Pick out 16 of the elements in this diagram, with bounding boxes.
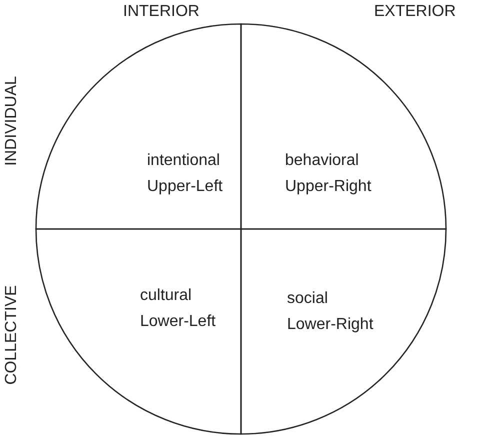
row-axis-label: INDIVIDUAL [2,76,21,166]
quadrant [36,229,241,434]
quadrant-label: Upper-Right [285,177,372,197]
quadrant-title: intentional [147,151,220,171]
column-axis-label: EXTERIOR [374,2,456,22]
quadrant-label: Lower-Left [140,312,216,332]
quadrant [36,24,241,229]
quadrant [241,229,446,434]
row-axis-label: COLLECTIVE [2,285,21,385]
quadrant-title: cultural [140,286,192,306]
column-axis-label: INTERIOR [123,2,200,22]
quadrant-title: behavioral [285,151,359,171]
quadrant [241,24,446,229]
quadrant-title: social [287,289,328,309]
quadrant-label: Lower-Right [287,315,374,335]
quadrant-label: Upper-Left [147,177,223,197]
